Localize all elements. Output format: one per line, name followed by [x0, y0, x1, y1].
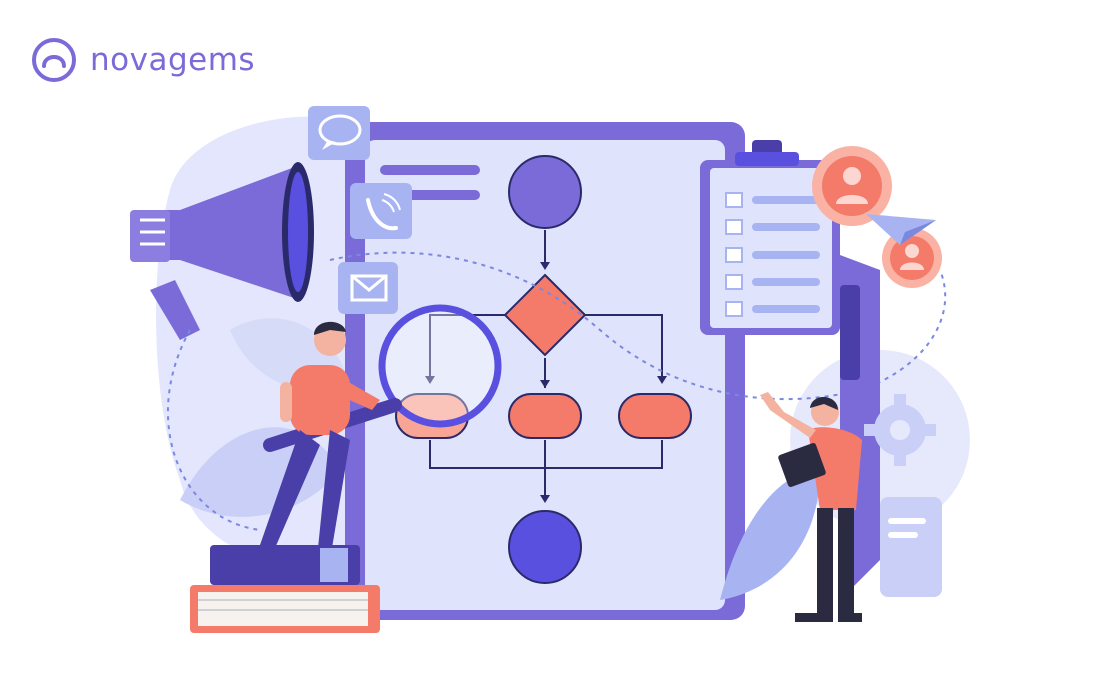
info-card-line [888, 532, 918, 538]
book-icon [190, 545, 380, 633]
flowchart-connectors [429, 230, 663, 500]
flowchart-start-node [508, 155, 582, 229]
flowchart-end-node [508, 510, 582, 584]
brand-name: novagems [90, 42, 256, 78]
person-right [760, 392, 862, 622]
info-card-line [888, 518, 926, 524]
flowchart-process-node [508, 393, 582, 439]
gear-icon [864, 394, 936, 466]
user-avatar-icon [812, 146, 892, 226]
user-avatar-icon [882, 228, 942, 288]
paper-plane-icon [866, 214, 936, 245]
clipboard-icon [700, 140, 840, 335]
flowchart-decision-node [503, 273, 587, 357]
chat-bubble-icon [308, 106, 370, 160]
mail-icon [338, 262, 398, 314]
folder-tab [840, 285, 860, 380]
leaf-right [720, 470, 820, 600]
phone-call-icon [350, 183, 412, 239]
board-text-line [380, 165, 480, 175]
brand-logo[interactable]: novagems [30, 36, 255, 84]
info-card [880, 497, 942, 597]
flowchart-arrowheads [425, 262, 667, 503]
dotted-connector [167, 251, 947, 531]
novagems-logo-icon [32, 38, 76, 82]
megaphone-icon [130, 162, 314, 340]
flowchart-process-node [618, 393, 692, 439]
person-left [260, 321, 380, 548]
